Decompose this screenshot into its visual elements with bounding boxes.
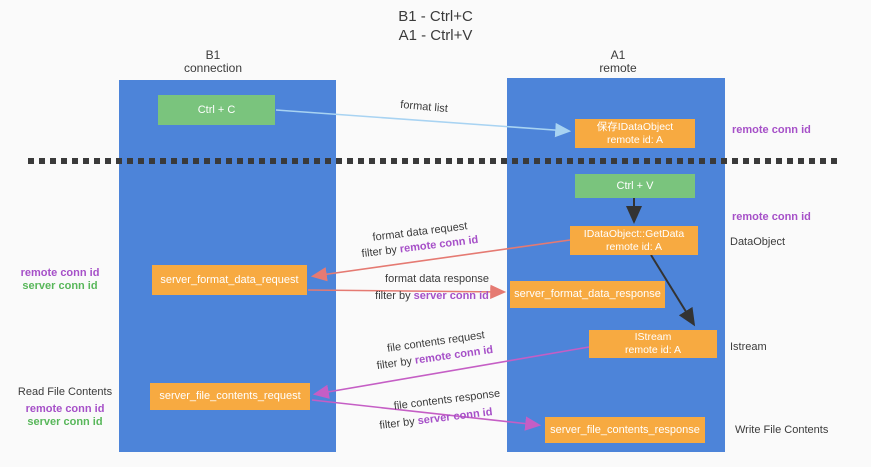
title-line-a1: A1 - Ctrl+V — [398, 27, 473, 44]
filter-by-text: filter by — [378, 415, 419, 432]
filter-by-text: filter by — [375, 354, 416, 373]
ctrl-v-label: Ctrl + V — [616, 179, 654, 192]
server-format-data-request-label: server_format_data_request — [160, 273, 299, 286]
server-file-contents-request-node: server_file_contents_request — [150, 383, 310, 410]
left-read-file-contents-block: Read File Contents remote conn id server… — [13, 386, 117, 429]
getdata-node: IDataObject::GetData remote id: A — [570, 226, 698, 255]
filter-by-text: filter by — [360, 243, 401, 261]
lane-a1-name: A1 — [610, 48, 626, 62]
left-server-conn-id-2: server conn id — [27, 416, 103, 428]
getdata-line1: IDataObject::GetData — [583, 227, 685, 240]
filter-by-text: filter by — [375, 290, 414, 302]
title-line-b1: B1 - Ctrl+C — [398, 8, 473, 25]
server-file-contents-response-label: server_file_contents_response — [550, 423, 700, 436]
lane-b1-name: B1 — [205, 48, 221, 62]
server-conn-id-key: server conn id — [413, 290, 489, 302]
session-divider-dashed-line — [28, 158, 840, 164]
server-format-data-request-node: server_format_data_request — [152, 265, 307, 295]
right-remote-conn-id-mid: remote conn id — [732, 211, 811, 223]
format-data-response-filter: filter by server conn id — [352, 290, 512, 303]
format-data-response-label: format data response — [385, 273, 489, 285]
right-remote-conn-id-top: remote conn id — [732, 124, 811, 136]
diagram-title: B1 - Ctrl+C A1 - Ctrl+V — [0, 7, 871, 45]
save-dataobject-line1: 保存IDataObject — [596, 120, 674, 133]
istream-line2: remote id: A — [624, 344, 682, 356]
format-list-label: format list — [399, 98, 449, 116]
server-file-contents-request-label: server_file_contents_request — [159, 390, 301, 402]
lane-header-a1: A1 remote — [538, 49, 698, 75]
server-format-data-response-node: server_format_data_response — [510, 281, 665, 308]
left-remote-conn-id-2: remote conn id — [25, 403, 105, 415]
server-file-contents-response-node: server_file_contents_response — [545, 417, 705, 443]
ctrl-v-node: Ctrl + V — [575, 174, 695, 198]
left-conn-id-block: remote conn id server conn id — [14, 267, 106, 293]
right-dataobject-label: DataObject — [730, 236, 786, 248]
left-remote-conn-id: remote conn id — [20, 267, 100, 279]
ctrl-c-node: Ctrl + C — [158, 95, 275, 125]
lane-header-b1: B1 connection — [133, 49, 293, 75]
save-dataobject-node: 保存IDataObject remote id: A — [575, 119, 695, 148]
server-format-data-response-label: server_format_data_response — [514, 288, 661, 300]
lane-a1-role: remote — [599, 61, 637, 75]
ctrl-c-label: Ctrl + C — [197, 103, 236, 116]
save-dataobject-line2: remote id: A — [606, 133, 664, 146]
lane-b1-role: connection — [183, 61, 243, 75]
istream-node: IStream remote id: A — [589, 330, 717, 358]
istream-line1: IStream — [634, 331, 672, 343]
right-write-file-contents-label: Write File Contents — [735, 424, 829, 436]
getdata-line2: remote id: A — [605, 240, 663, 253]
left-server-conn-id: server conn id — [22, 280, 98, 292]
right-istream-label: Istream — [730, 341, 767, 353]
left-read-file-contents-label: Read File Contents — [17, 386, 113, 398]
